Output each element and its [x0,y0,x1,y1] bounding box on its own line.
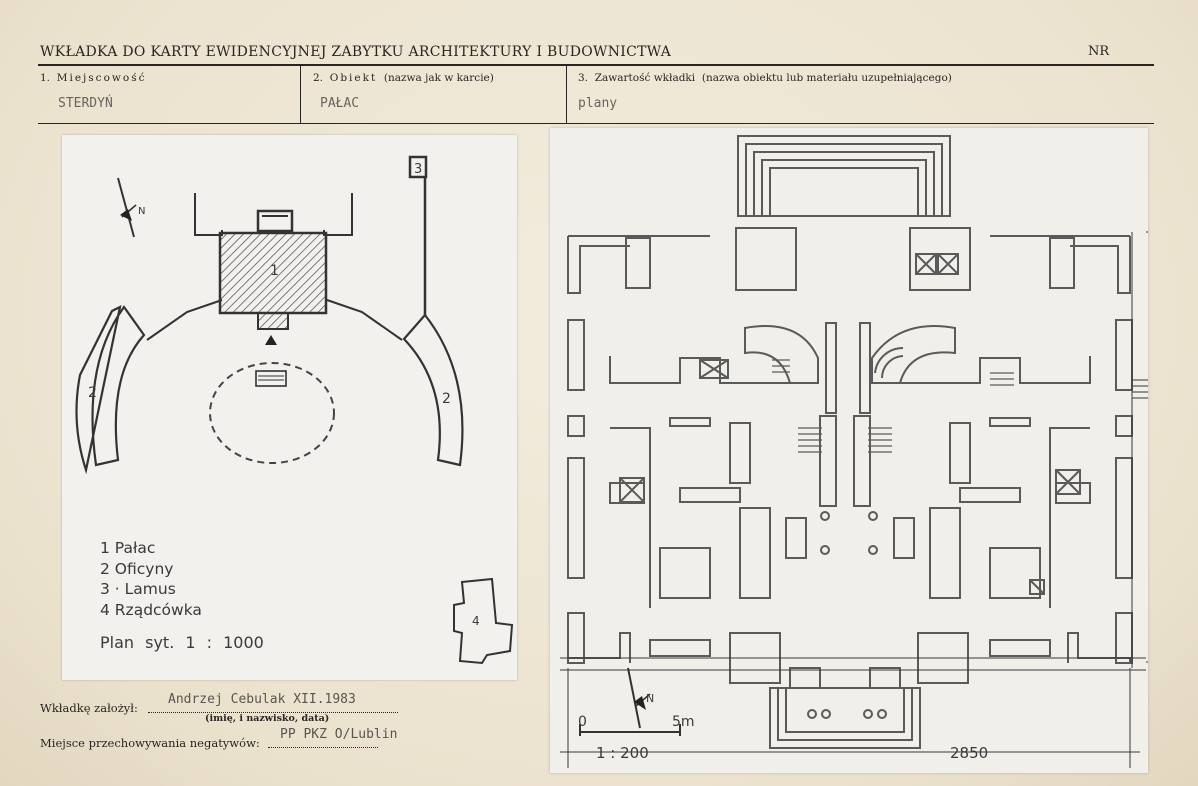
floor-plan-scale: 1 : 200 [596,744,649,762]
legend-item: 2 Oficyny [100,559,174,578]
form-number-label: NR [1088,44,1110,59]
field-locality-value: STERDYŃ [58,96,113,111]
label-lamus: 3 [414,162,422,177]
floor-plan-drawing: N 0 5m 1 : 200 2850 2160 [560,135,1148,768]
founder-sub: (imię, i nazwisko, data) [205,713,330,724]
label-house: 4 [472,614,480,628]
fields-bottom-rule [38,123,1154,124]
header-rule [38,64,1154,66]
floor-north-label: N [646,692,654,705]
scale-zero: 0 [578,714,587,730]
driveway-oval [209,362,335,464]
north-label: N [138,206,145,217]
label-wing-right: 2 [442,391,451,407]
label-palace: 1 [270,263,279,279]
palace-footprint [218,231,328,315]
founder-label: Wkładkę założył: [40,701,138,715]
floor-plan-photo: N 0 5m 1 : 200 2850 2160 [550,128,1148,773]
site-plan-legend: 1 Pałac 2 Oficyny 3 · Lamus 4 Rządcówka [100,538,202,620]
field-contents-label: 3. Zawartość wkładki (nazwa obiektu lub … [578,72,952,84]
founder-dotted-line [148,712,398,713]
legend-item: 1 Pałac [100,539,156,557]
floor-plan-north-arrow-icon [627,667,651,729]
field-object-value: PAŁAC [320,96,360,111]
legend-item: 3 · Lamus [100,580,176,598]
site-plan-drawing: 1 2 2 3 4 N [75,155,514,665]
site-plan-photo: 1 2 2 3 4 N 1 Pałac 2 Oficyny 3 · Lamus … [62,135,517,680]
label-wing-left: 2 [88,385,97,401]
north-arrow-icon [117,177,137,238]
field-divider-1 [300,66,301,123]
storage-value: PP PKZ O/Lublin [280,727,398,742]
scale-5m: 5m [672,714,695,730]
storage-dotted-line [268,747,378,748]
house-footprint [453,577,514,665]
field-contents-value: plany [578,96,618,111]
site-plan-scale: Plan syt. 1 : 1000 [100,633,264,652]
dim-width: 2850 [950,744,988,762]
form-title: WKŁADKA DO KARTY EWIDENCYJNEJ ZABYTKU AR… [40,44,672,60]
field-object-label: 2. Obiekt (nazwa jak w karcie) [313,72,494,84]
founder-value: Andrzej Cebulak XII.1983 [168,692,356,707]
legend-item: 4 Rządcówka [100,600,202,619]
storage-label: Miejsce przechowywania negatywów: [40,736,260,750]
field-divider-2 [566,66,567,123]
field-locality-label: 1. Miejscowość [40,72,147,84]
